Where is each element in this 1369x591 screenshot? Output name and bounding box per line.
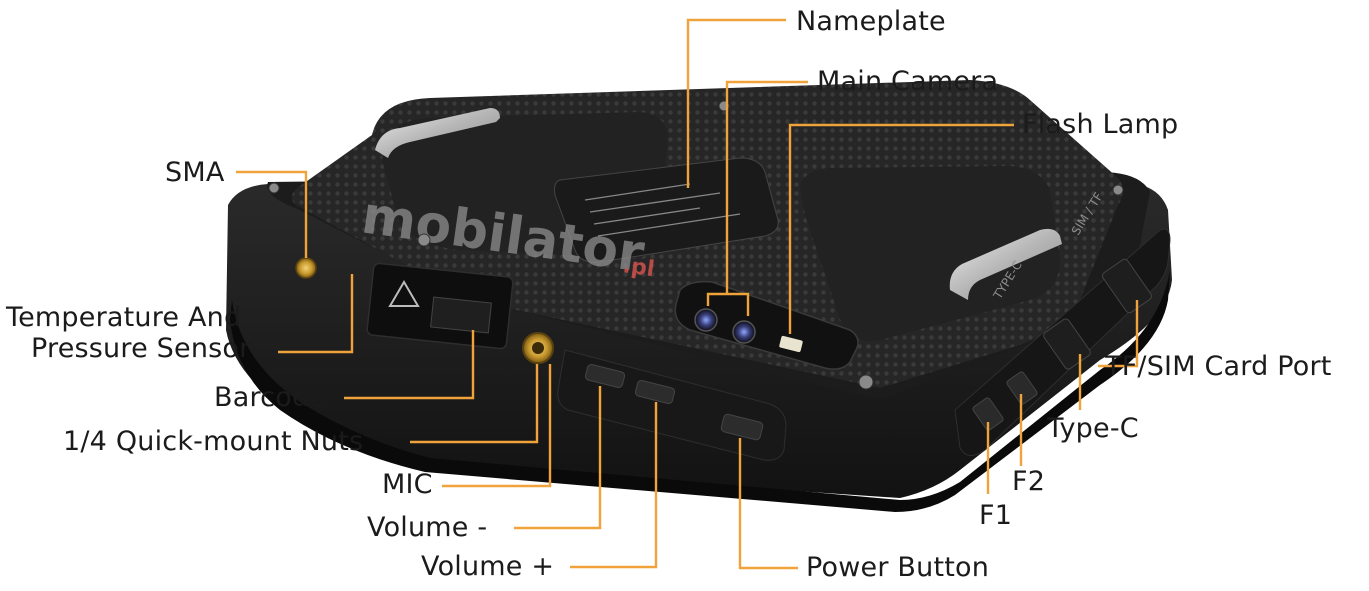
power-key bbox=[720, 413, 764, 441]
label-power-button: Power Button bbox=[806, 552, 990, 583]
label-main-camera: Main Camera bbox=[817, 66, 999, 97]
label-volume-minus: Volume - bbox=[367, 512, 488, 543]
main-camera-lens-right bbox=[732, 320, 756, 344]
watermark-suffix: .pl bbox=[621, 253, 656, 282]
callout-volume-plus bbox=[570, 402, 658, 569]
callout-flash-lamp bbox=[788, 123, 1014, 334]
callout-barcode bbox=[344, 330, 475, 400]
quick-mount-nut-hole bbox=[532, 342, 544, 354]
flash-lamp-led bbox=[779, 335, 803, 353]
callout-tf-sim-port bbox=[1098, 300, 1139, 368]
volume-plus-key bbox=[634, 379, 676, 405]
nameplate-plate bbox=[554, 157, 779, 263]
carry-handle-right bbox=[949, 228, 1062, 300]
label-volume-plus: Volume + bbox=[421, 551, 555, 582]
callout-quick-mount bbox=[410, 364, 539, 444]
label-quick-mount: 1/4 Quick-mount Nuts bbox=[63, 426, 364, 457]
nameplate-text-lines bbox=[584, 183, 741, 237]
label-flash-lamp: Flash Lamp bbox=[1022, 109, 1179, 140]
callout-volume-minus bbox=[514, 386, 602, 530]
f2-key bbox=[1006, 371, 1038, 405]
label-f1: F1 bbox=[979, 500, 1013, 531]
callout-nameplate bbox=[686, 18, 786, 188]
label-tf-sim-port: TF/SIM Card Port bbox=[1105, 351, 1332, 382]
callout-lines bbox=[236, 18, 1139, 570]
label-sma: SMA bbox=[165, 157, 225, 188]
carry-handle-left bbox=[375, 108, 500, 158]
camera-module bbox=[674, 280, 859, 370]
label-mic: MIC bbox=[382, 469, 433, 500]
label-barcode: Barcode bbox=[214, 382, 327, 413]
laser-warning-icon bbox=[388, 280, 420, 307]
callout-power-button bbox=[738, 438, 798, 570]
label-f2: F2 bbox=[1012, 466, 1046, 497]
callout-sma bbox=[236, 170, 308, 258]
label-type-c: Type-C bbox=[1047, 413, 1139, 444]
label-nameplate: Nameplate bbox=[796, 6, 946, 37]
sma-connector bbox=[295, 257, 317, 279]
callout-temp-sensor bbox=[278, 274, 354, 354]
right-panel bbox=[800, 166, 1060, 341]
volume-minus-key bbox=[584, 363, 626, 389]
callout-camera-bracket bbox=[706, 292, 750, 316]
main-camera-lens-left bbox=[694, 308, 718, 332]
barcode-scanner-lens bbox=[430, 296, 492, 334]
label-temp-sensor-line1: Temperature And bbox=[6, 302, 242, 333]
label-temp-sensor-line2: Pressure Sensor bbox=[31, 333, 251, 364]
f1-key bbox=[972, 397, 1004, 431]
callout-mic bbox=[442, 364, 552, 488]
label-temp-sensor: Temperature And Pressure Sensor bbox=[6, 302, 250, 364]
tf-sim-port-cover bbox=[1102, 258, 1152, 314]
callout-main-camera bbox=[725, 80, 808, 294]
